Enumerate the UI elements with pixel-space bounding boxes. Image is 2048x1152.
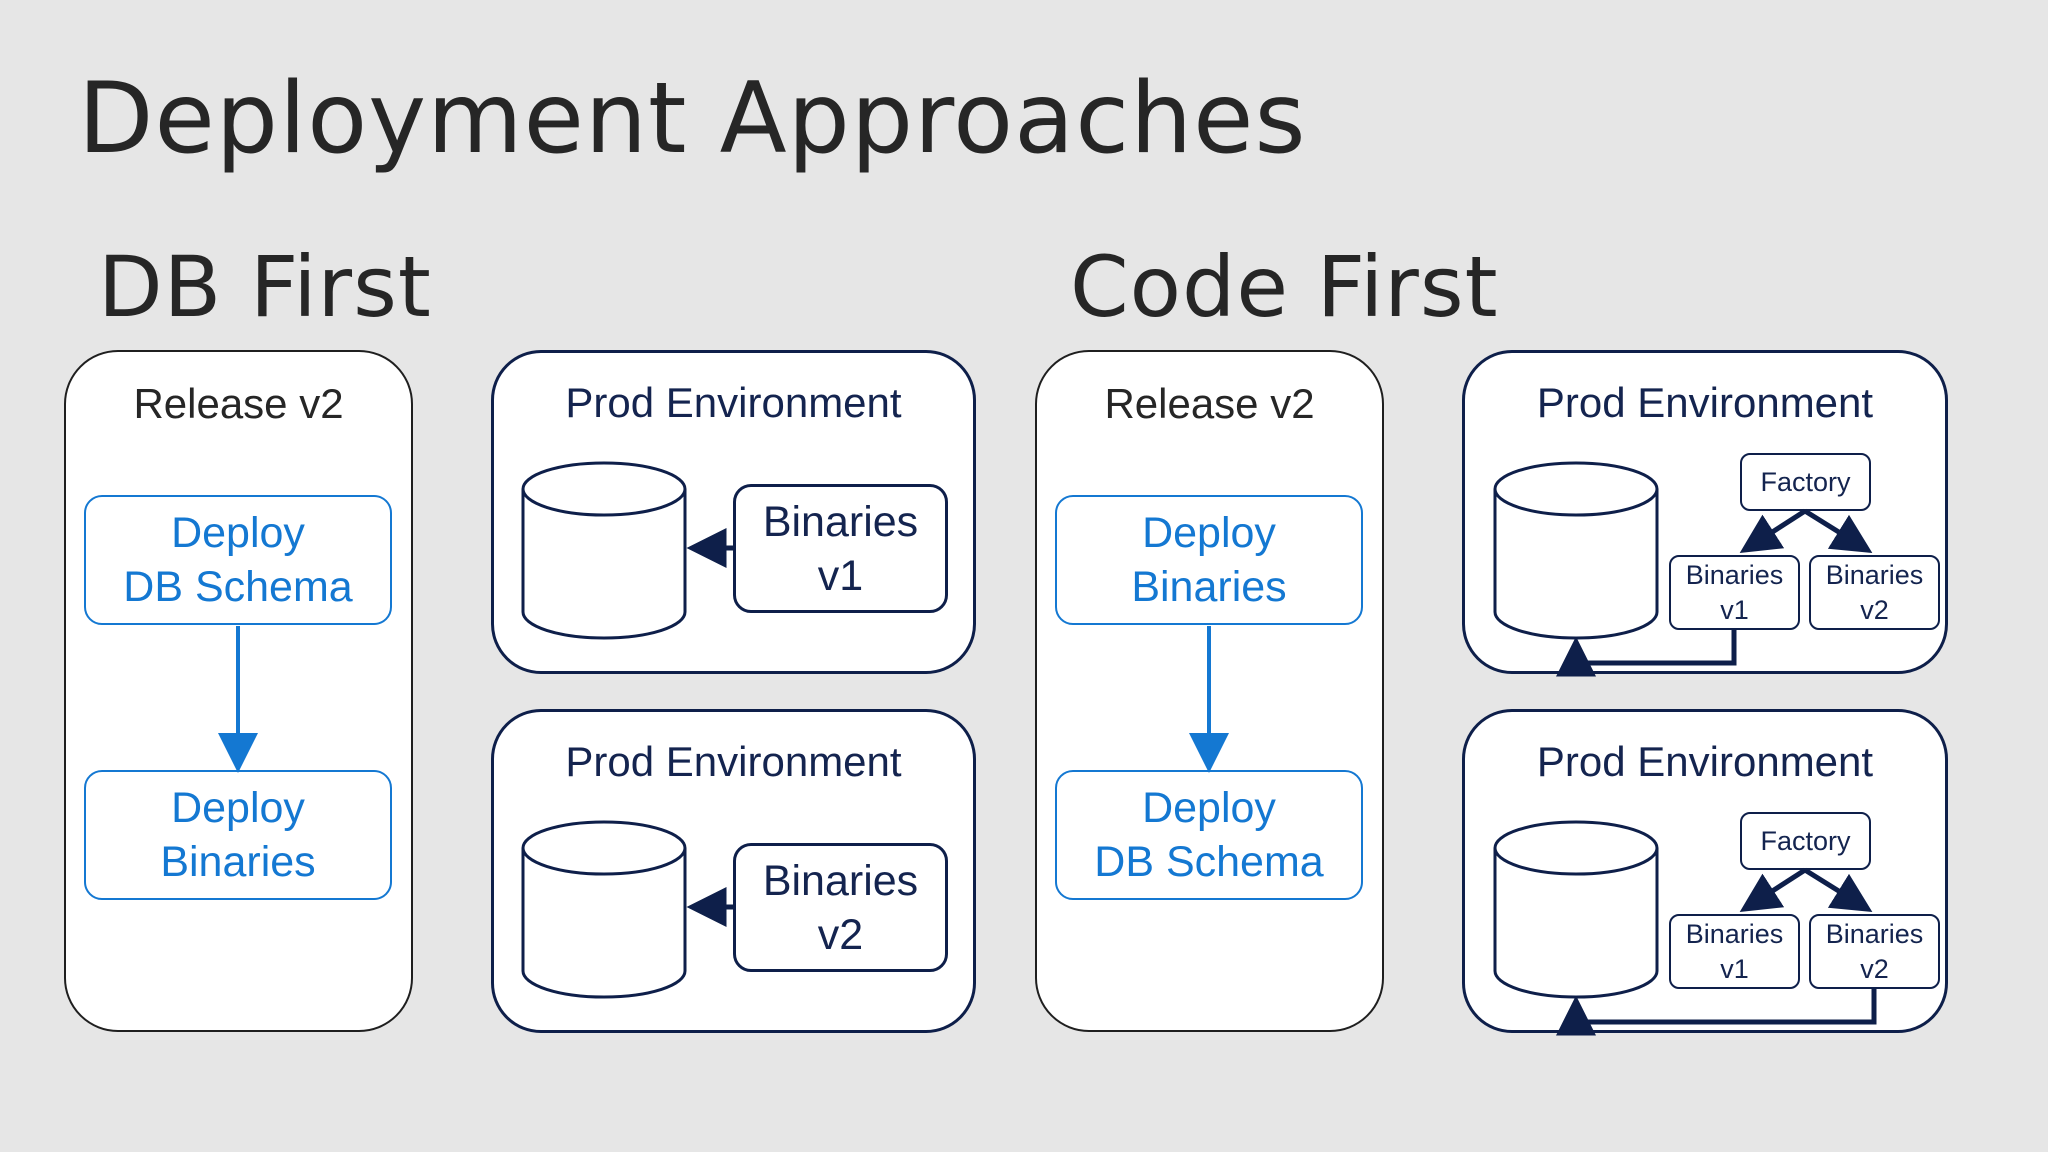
code-first-env-a-db-version: v1: [1551, 539, 1601, 591]
code-first-env-a-binaries-v1: Binaries v1: [1669, 555, 1800, 630]
code-first-heading: Code First: [1070, 238, 1499, 336]
step-line-2: DB Schema: [1094, 838, 1324, 886]
env-title: Prod Environment: [565, 379, 902, 426]
binaries-label: Binaries: [1825, 918, 1924, 949]
db-first-release-panel: Release v2: [64, 350, 413, 1032]
step-line-1: Deploy: [171, 509, 305, 557]
release-title: Release v2: [1104, 380, 1315, 427]
step-line-2: Binaries: [160, 838, 316, 886]
db-first-env-a-binaries: Binaries v1: [733, 484, 948, 613]
code-first-env-b-binaries-v2: Binaries v2: [1809, 914, 1940, 989]
db-first-env-a-db-version: v2: [579, 539, 629, 591]
binaries-label: Binaries: [1825, 559, 1924, 590]
binaries-version: v2: [1860, 953, 1889, 984]
factory-label: Factory: [1760, 466, 1851, 497]
code-first-env-a-factory: Factory: [1740, 453, 1871, 511]
db-first-heading: DB First: [98, 238, 432, 336]
code-first-env-a-binaries-v2: Binaries v2: [1809, 555, 1940, 630]
binaries-version: v1: [1720, 953, 1749, 984]
step-line-1: Deploy: [1142, 509, 1276, 557]
step-line-2: DB Schema: [123, 563, 353, 611]
db-first-env-b-db-version: v2: [579, 898, 629, 950]
code-first-env-b-binaries-v1: Binaries v1: [1669, 914, 1800, 989]
env-title: Prod Environment: [565, 738, 902, 785]
step-line-2: Binaries: [1131, 563, 1287, 611]
env-title: Prod Environment: [1536, 379, 1874, 426]
code-first-env-b-factory: Factory: [1740, 812, 1871, 870]
binaries-version: v1: [817, 551, 864, 600]
code-first-env-b-db-version: v2: [1551, 898, 1601, 950]
binaries-label: Binaries: [762, 497, 919, 546]
code-first-step-deploy-schema: Deploy DB Schema: [1055, 770, 1363, 900]
db-first-step-deploy-schema: Deploy DB Schema: [84, 495, 392, 625]
release-title: Release v2: [133, 380, 344, 427]
db-first-env-b-binaries: Binaries v2: [733, 843, 948, 972]
factory-label: Factory: [1760, 825, 1851, 856]
db-first-step-deploy-binaries: Deploy Binaries: [84, 770, 392, 900]
env-title: Prod Environment: [1536, 738, 1874, 785]
binaries-version: v2: [1860, 594, 1889, 625]
page-title: Deployment Approaches: [78, 62, 1307, 176]
binaries-label: Binaries: [1685, 559, 1784, 590]
step-line-1: Deploy: [171, 784, 305, 832]
binaries-label: Binaries: [762, 856, 919, 905]
code-first-release-panel: Release v2: [1035, 350, 1384, 1032]
binaries-label: Binaries: [1685, 918, 1784, 949]
binaries-version: v2: [817, 910, 864, 959]
step-line-1: Deploy: [1142, 784, 1276, 832]
code-first-step-deploy-binaries: Deploy Binaries: [1055, 495, 1363, 625]
binaries-version: v1: [1720, 594, 1749, 625]
